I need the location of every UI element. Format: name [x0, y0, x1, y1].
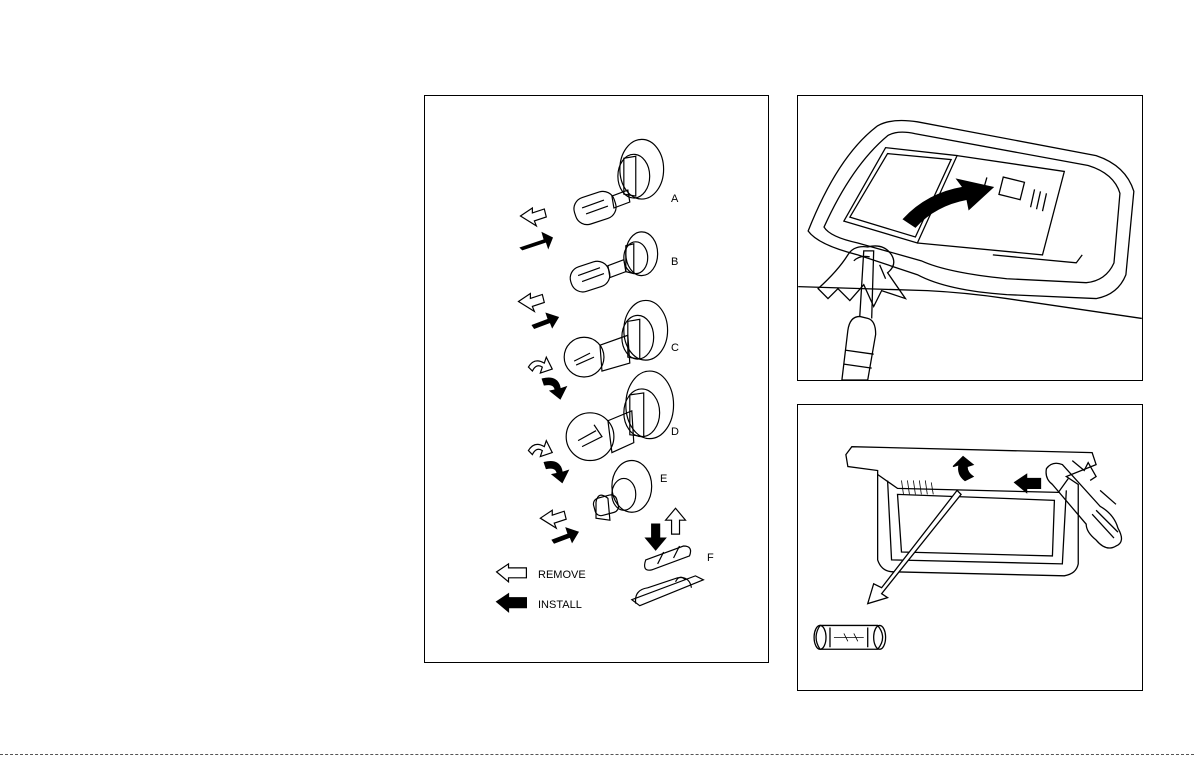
install-rotate-arrow-icon [544, 462, 568, 483]
screwdriver-icon [1046, 463, 1121, 548]
legend-install-label: INSTALL [538, 599, 582, 611]
lamp-housing [846, 447, 1096, 576]
lens-removal-drawing [798, 96, 1142, 380]
legend-install-arrow-icon [497, 594, 527, 612]
bulb-b-illustration [567, 232, 658, 295]
bulb-label-d: D [671, 427, 679, 438]
remove-arrow-icon [518, 293, 544, 311]
install-arrow-icon [552, 528, 578, 543]
bulb-d-illustration [566, 371, 673, 460]
install-arrow-icon [520, 233, 552, 250]
bulb-f-illustration [632, 508, 704, 605]
bulb-removal-figure [797, 404, 1143, 691]
bulb-label-e: E [660, 474, 667, 485]
remove-rotate-arrow-icon [528, 357, 552, 373]
bulb-removal-drawing [798, 405, 1142, 690]
bulb-types-drawing [425, 96, 768, 662]
bulb-a-illustration [571, 139, 664, 227]
page-bottom-rule [0, 754, 1194, 755]
remove-left-arrow-icon [1015, 475, 1041, 493]
remove-arrow-icon [520, 208, 546, 226]
bulb-c-illustration [564, 300, 667, 377]
remove-rotate-arrow-icon [528, 441, 552, 457]
remove-arrow-icon [540, 510, 566, 528]
bulb-label-a: A [671, 194, 678, 205]
remove-up-arrow-icon [953, 457, 973, 481]
legend-remove-arrow-icon [497, 564, 527, 582]
lens-removal-figure [797, 95, 1143, 381]
bulb-label-b: B [671, 257, 678, 268]
bulb-types-figure: A B C D E F REMOVE INSTALL [424, 95, 769, 663]
bulb-e-illustration [592, 461, 652, 521]
legend-remove-label: REMOVE [538, 569, 586, 581]
fuse-bulb-icon [814, 625, 885, 649]
install-rotate-arrow-icon [542, 378, 566, 399]
install-arrow-icon [532, 313, 558, 328]
screwdriver-icon [842, 316, 876, 380]
bulb-label-c: C [671, 343, 679, 354]
removal-direction-arrow-icon [868, 490, 961, 603]
bulb-label-f: F [707, 553, 714, 564]
